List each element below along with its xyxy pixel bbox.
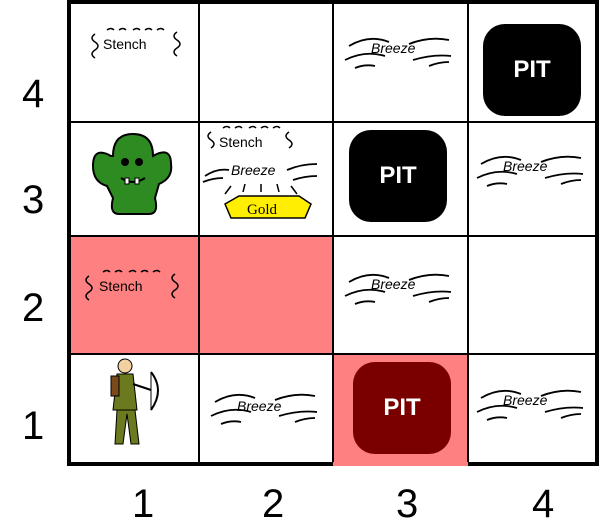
stench-label: Stench xyxy=(219,134,263,150)
breeze-indicator: Breeze xyxy=(201,154,321,184)
breeze-label: Breeze xyxy=(371,276,415,292)
stench-indicator: Stench xyxy=(81,266,185,302)
grid-line xyxy=(71,353,595,355)
pit-label: PIT xyxy=(383,394,420,422)
breeze-indicator: Breeze xyxy=(475,384,587,424)
breeze-indicator: Breeze xyxy=(343,268,455,308)
stench-label: Stench xyxy=(99,278,143,294)
pit-cell-4-4: PIT xyxy=(483,24,581,116)
gold-label: Gold xyxy=(247,202,277,219)
grid-line xyxy=(467,4,469,462)
breeze-indicator: Breeze xyxy=(343,32,455,72)
pit-label: PIT xyxy=(379,162,416,190)
grid-line xyxy=(332,4,334,462)
y-axis-label-2: 2 xyxy=(22,286,44,331)
stench-label: Stench xyxy=(103,36,147,52)
x-axis-label-4: 4 xyxy=(532,482,554,527)
wumpus-grid: Stench Breeze PIT Stench Breeze xyxy=(67,0,599,466)
breeze-label: Breeze xyxy=(503,392,547,408)
pit-cell-3-3: PIT xyxy=(349,130,447,222)
y-axis-label-1: 1 xyxy=(22,404,44,449)
wumpus-icon xyxy=(83,128,193,228)
x-axis-label-3: 3 xyxy=(396,482,418,527)
cell-2-2-visited xyxy=(199,236,333,354)
x-axis-label-2: 2 xyxy=(262,482,284,527)
pit-label: PIT xyxy=(513,56,550,84)
breeze-indicator: Breeze xyxy=(475,150,587,190)
y-axis-label-4: 4 xyxy=(22,72,44,117)
y-axis-label-3: 3 xyxy=(22,178,44,223)
breeze-label: Breeze xyxy=(371,40,415,56)
grid-line xyxy=(71,121,595,123)
grid-line xyxy=(198,4,200,462)
breeze-indicator: Breeze xyxy=(209,388,321,428)
stench-indicator: Stench xyxy=(85,24,185,60)
breeze-label: Breeze xyxy=(503,158,547,174)
stench-indicator: Stench xyxy=(205,124,305,154)
x-axis-label-1: 1 xyxy=(132,482,154,527)
grid-line xyxy=(71,235,595,237)
agent-icon xyxy=(101,356,171,456)
pit-cell-3-1: PIT xyxy=(353,362,451,454)
breeze-label: Breeze xyxy=(237,398,281,414)
breeze-label: Breeze xyxy=(231,162,275,178)
